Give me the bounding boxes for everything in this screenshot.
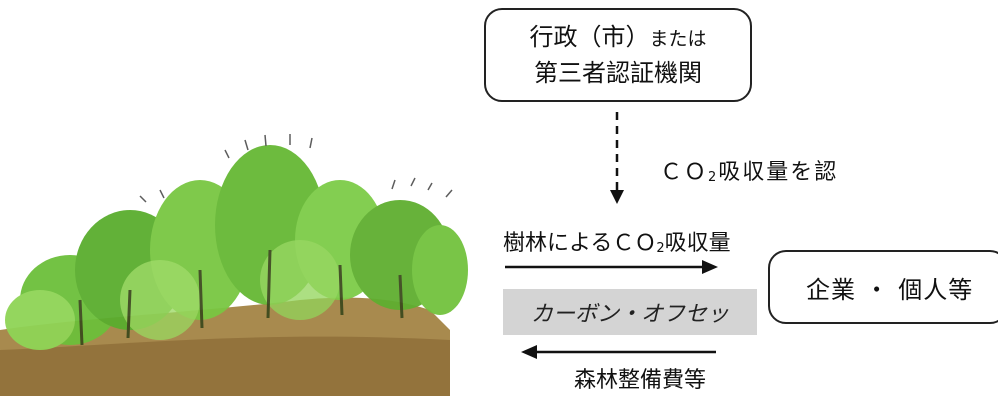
certify-prefix: ＣＯ [660, 160, 709, 185]
absorption-sub: 2 [656, 241, 665, 256]
funding-arrowhead [521, 345, 537, 359]
company-box: 企業 ・ 個人等 [768, 250, 998, 324]
carbon-offset-label: カーボン・オフセッ [530, 302, 729, 327]
carbon-offset-band: カーボン・オフセッ [503, 289, 757, 335]
forest-illustration [5, 134, 468, 350]
authority-main-text: 行政（市） [529, 23, 650, 51]
authority-or-text: または [649, 28, 707, 50]
co2-certify-label: ＣＯ2吸収量を認 [660, 154, 838, 186]
certify-suffix: 吸収量を認 [718, 160, 839, 185]
absorption-suffix: 吸収量 [664, 231, 731, 256]
absorption-arrowhead [702, 260, 718, 274]
authority-box: 行政（市）または 第三者認証機関 [484, 8, 752, 102]
co2-absorption-label: 樹林によるＣＯ2吸収量 [503, 225, 731, 257]
company-label: 企業 ・ 個人等 [806, 275, 974, 304]
certify-arrowhead [610, 190, 624, 204]
certify-sub: 2 [708, 170, 719, 185]
authority-line1: 行政（市）または [529, 20, 706, 56]
ground-dark [0, 336, 450, 396]
forest-fee-label: 森林整備費等 [574, 368, 707, 393]
authority-line2: 第三者認証機関 [534, 59, 702, 87]
absorption-prefix: 樹林によるＣＯ [503, 231, 657, 256]
